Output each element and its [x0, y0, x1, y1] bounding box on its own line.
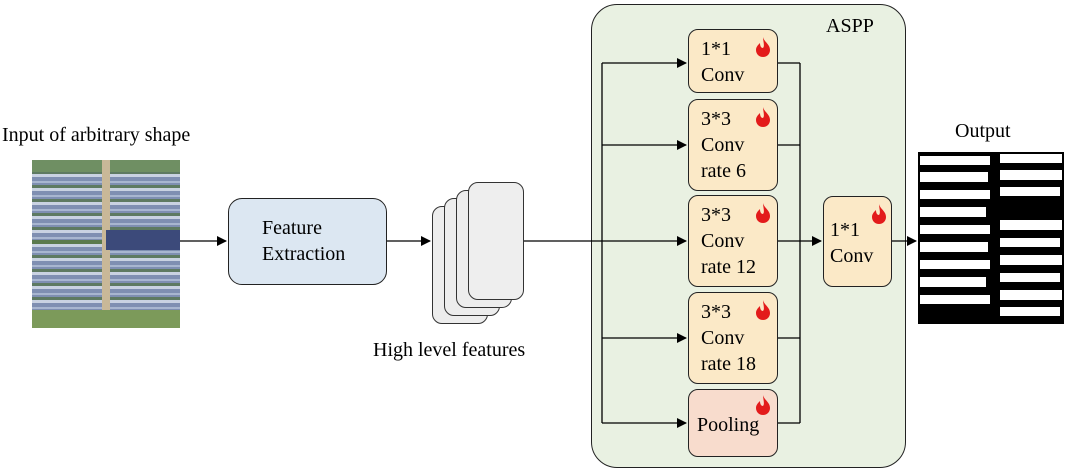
aspp-title: ASPP	[826, 15, 874, 37]
flame-icon	[756, 300, 770, 320]
branch-pooling: Pooling	[688, 389, 778, 457]
flame-icon	[756, 203, 770, 223]
flame-icon	[756, 107, 770, 127]
feature-map-card	[468, 182, 524, 300]
high-level-features-label: High level features	[373, 339, 526, 361]
input-image	[32, 160, 180, 328]
flame-icon	[756, 37, 770, 57]
flame-icon	[872, 204, 886, 224]
output-label: Output	[955, 120, 1011, 142]
output-mask-image	[918, 152, 1064, 324]
input-label: Input of arbitrary shape	[2, 124, 191, 146]
feature-extraction-label-line2: Extraction	[262, 243, 346, 265]
flame-icon	[756, 395, 770, 415]
feature-extraction-block: Feature Extraction	[228, 198, 387, 285]
feature-extraction-label-line1: Feature	[262, 217, 322, 239]
